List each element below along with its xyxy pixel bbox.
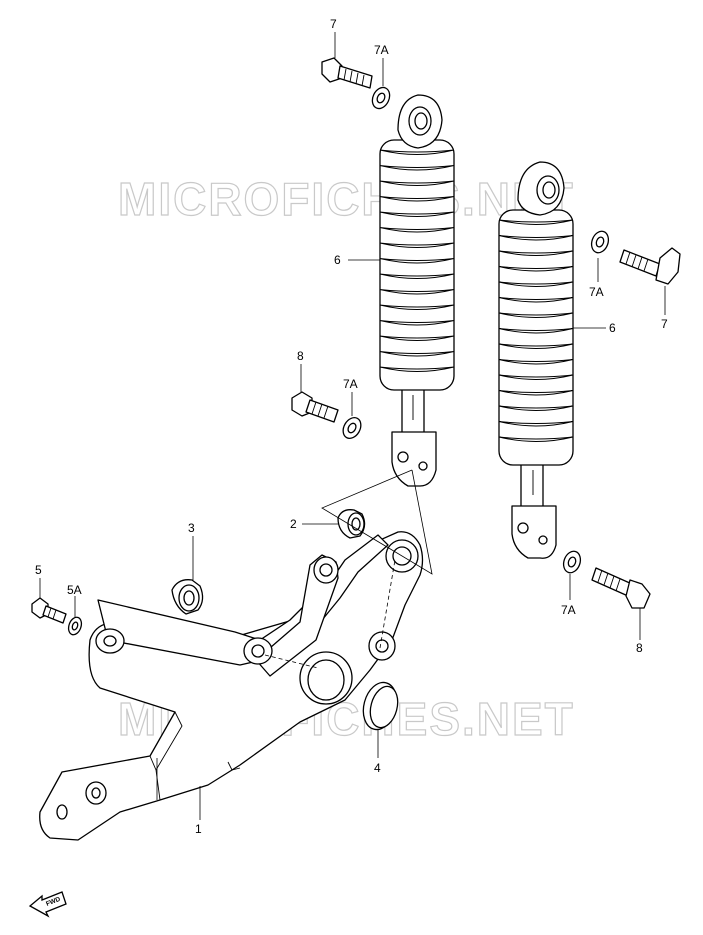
bolt-8-left [291, 391, 339, 423]
fwd-arrow-icon: FWD [28, 891, 67, 918]
spring-coil [379, 149, 455, 155]
spring-coil [379, 211, 455, 217]
watermark-top: MICROFICHES.NET [118, 173, 575, 225]
collar-2 [337, 509, 366, 539]
callout-3: 3 [188, 521, 195, 535]
collar-3 [171, 579, 204, 615]
seal-4 [362, 681, 399, 731]
spring-coil [498, 235, 574, 241]
spring-coil [379, 335, 455, 341]
callout-5a: 5A [67, 583, 82, 597]
callout-7-top: 7 [330, 17, 337, 31]
leader-lines [39, 32, 666, 820]
callout-6-right: 6 [609, 321, 616, 335]
callout-7a-low: 7A [561, 603, 576, 617]
spring-coil [498, 343, 574, 349]
shock-absorber-left [379, 94, 455, 487]
callout-4: 4 [374, 761, 381, 775]
spring-coil [379, 320, 455, 326]
spring-coil [379, 242, 455, 248]
spring-coil [498, 266, 574, 272]
bolt-5 [31, 597, 67, 624]
callout-1: 1 [195, 822, 202, 836]
bolt-7-top [321, 57, 373, 89]
spring-coil [379, 351, 455, 357]
callout-8-right: 8 [636, 641, 643, 655]
spring-coil [379, 180, 455, 186]
callout-8-left: 8 [297, 349, 304, 363]
spring-coil [498, 405, 574, 411]
bracket-1 [39, 531, 424, 841]
washer-7a-right [590, 230, 610, 254]
callout-2: 2 [290, 517, 297, 531]
callout-7-right: 7 [661, 317, 668, 331]
spring-coil [498, 312, 574, 318]
spring-coil [379, 289, 455, 295]
callout-5: 5 [35, 563, 42, 577]
callout-7a-right: 7A [589, 285, 604, 299]
spring-coil [379, 196, 455, 202]
washer-7a-top [371, 86, 391, 110]
spring-coil [379, 304, 455, 310]
spring-coil [379, 366, 455, 372]
spring-coil [498, 250, 574, 256]
spring-coil [379, 258, 455, 264]
spring-coil [498, 359, 574, 365]
bolt-8-right [591, 567, 651, 609]
callout-7a-top: 7A [374, 43, 389, 57]
spring-coil [379, 273, 455, 279]
spring-coil [498, 281, 574, 287]
callout-7a-mid: 7A [343, 377, 358, 391]
washer-7a-low [562, 550, 582, 574]
spring-coil [498, 328, 574, 334]
bolt-7-right [619, 247, 681, 285]
spring-coil [379, 165, 455, 171]
spring-coil [498, 219, 574, 225]
spring-coil [498, 390, 574, 396]
spring-coil [379, 227, 455, 233]
shock-absorber-right [498, 161, 574, 559]
spring-coil [498, 421, 574, 427]
callout-6-left: 6 [334, 253, 341, 267]
spring-coil [498, 374, 574, 380]
washer-7a-mid [342, 417, 362, 439]
spring-coil [498, 436, 574, 442]
spring-coil [498, 297, 574, 303]
washer-5a [67, 616, 83, 636]
